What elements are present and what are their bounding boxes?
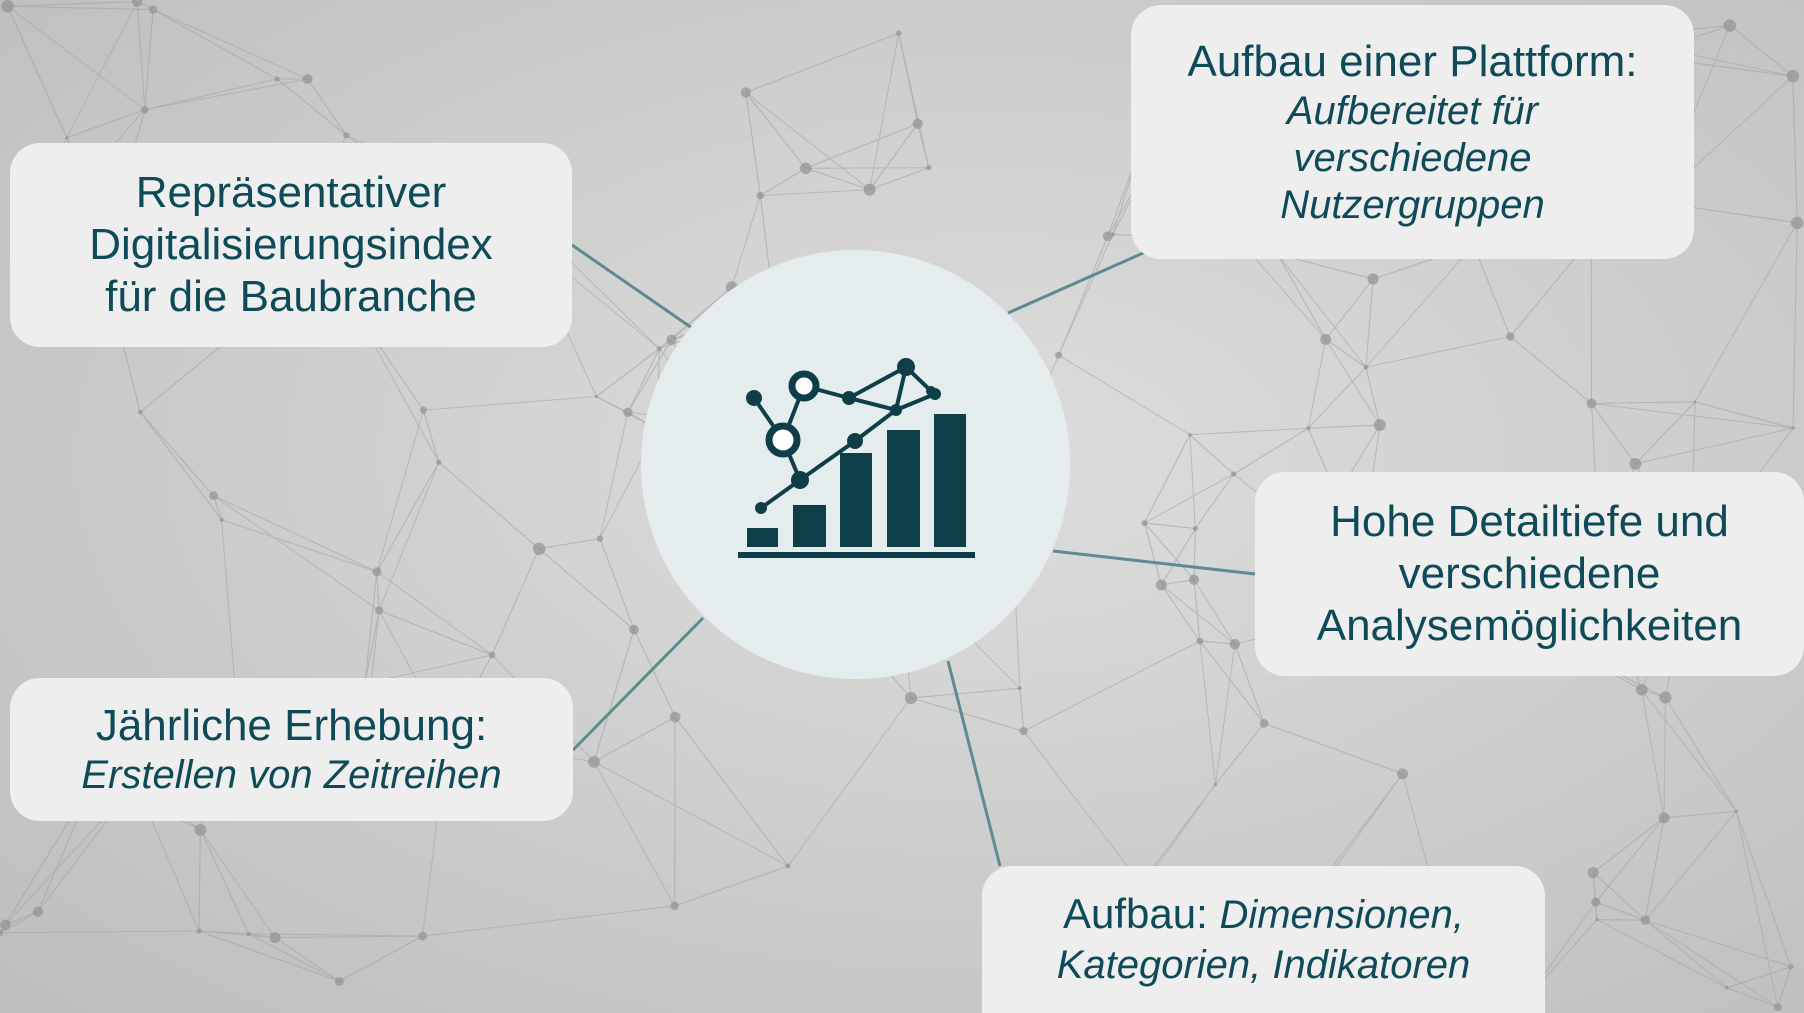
connector-platform bbox=[1007, 248, 1151, 315]
platform-subtitle: Aufbereitet für verschiedene Nutzergrupp… bbox=[1280, 88, 1545, 227]
icon-bar-5 bbox=[934, 414, 966, 547]
icon-baseline bbox=[738, 552, 975, 558]
icon-bar-4 bbox=[887, 430, 920, 547]
node-annual-survey: Jährliche Erhebung: Erstellen von Zeitre… bbox=[10, 678, 573, 821]
index-line-3: für die Baubranche bbox=[105, 272, 477, 321]
structure-italic-1: Dimensionen, bbox=[1219, 893, 1465, 937]
index-line-1: Repräsentativer bbox=[135, 168, 447, 217]
icon-bar-2 bbox=[793, 505, 826, 547]
node-detail-analysis: Hohe Detailtiefe und verschiedene Analys… bbox=[1255, 472, 1804, 676]
connector-index bbox=[571, 243, 693, 330]
connector-structure bbox=[946, 660, 1002, 867]
structure-line-1: Aufbau: Dimensionen, bbox=[1063, 889, 1464, 940]
detail-line-3: Analysemöglichkeiten bbox=[1316, 601, 1743, 650]
icon-bar-3 bbox=[840, 453, 872, 547]
node-digitalization-index: Repräsentativer Digitalisierungsindex fü… bbox=[10, 143, 572, 347]
index-line-2: Digitalisierungsindex bbox=[89, 220, 493, 269]
structure-italic-2: Kategorien, Indikatoren bbox=[1056, 943, 1471, 987]
annual-title: Jährliche Erhebung: bbox=[95, 701, 488, 750]
node-platform: Aufbau einer Plattform: Aufbereitet für … bbox=[1131, 5, 1694, 259]
detail-line-1: Hohe Detailtiefe und bbox=[1330, 497, 1729, 546]
central-hub bbox=[641, 250, 1070, 679]
platform-title: Aufbau einer Plattform: bbox=[1187, 36, 1638, 86]
structure-prefix: Aufbau: bbox=[1062, 890, 1220, 937]
icon-bar-1 bbox=[747, 528, 778, 547]
connector-annual bbox=[571, 616, 705, 752]
node-structure: Aufbau: Dimensionen, Kategorien, Indikat… bbox=[982, 866, 1545, 1013]
detail-line-2: verschiedene bbox=[1398, 549, 1661, 598]
annual-subtitle: Erstellen von Zeitreihen bbox=[81, 753, 502, 797]
connector-detail bbox=[1052, 549, 1256, 576]
bar-chart-network-icon bbox=[738, 358, 975, 558]
